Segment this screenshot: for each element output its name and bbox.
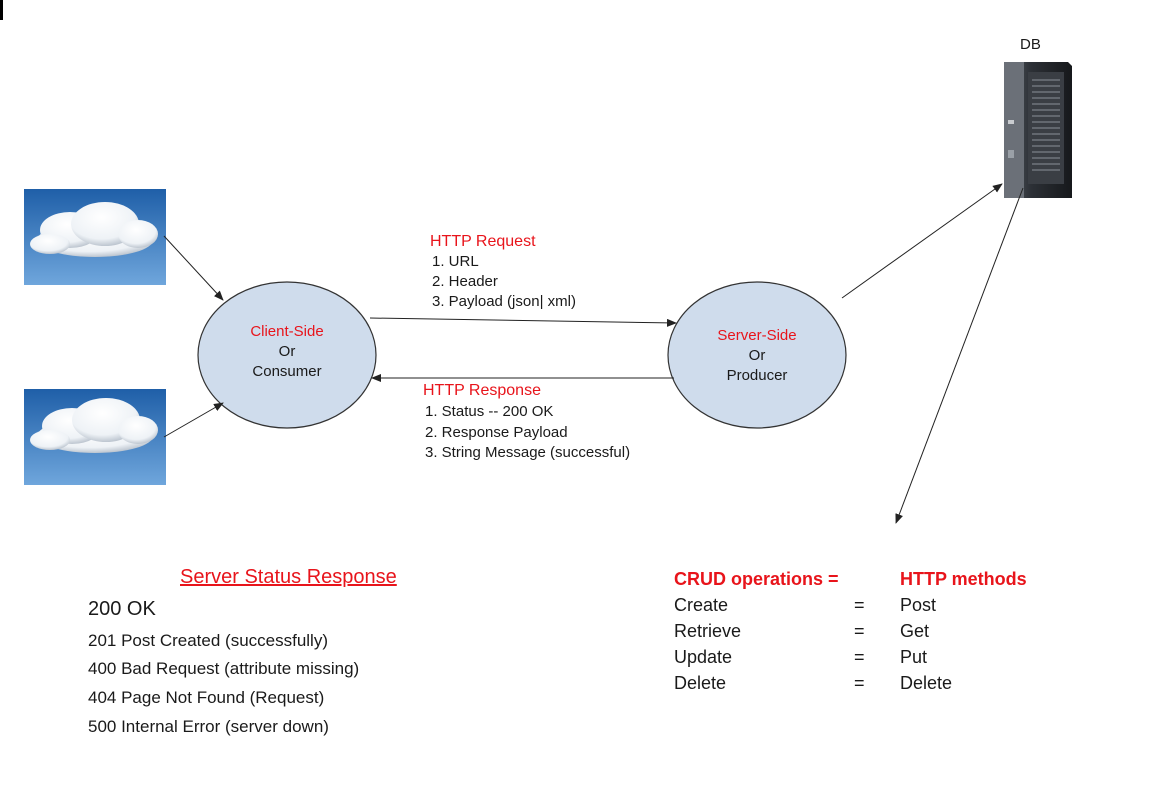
crud-operation: Create bbox=[674, 595, 729, 615]
server-node-role: Producer bbox=[726, 367, 788, 384]
http-request-item: 3. Payload (json| xml) bbox=[432, 293, 576, 310]
http-response-item: 3. String Message (successful) bbox=[425, 444, 631, 461]
crud-equals: = bbox=[854, 595, 865, 615]
http-response-title: HTTP Response bbox=[423, 382, 541, 399]
http-request-item: 2. Header bbox=[432, 273, 498, 290]
status-item: 500 Internal Error (server down) bbox=[88, 717, 329, 736]
crud-equals: = bbox=[854, 647, 865, 667]
crud-http-method: Post bbox=[900, 595, 937, 615]
crud-header-right: HTTP methods bbox=[900, 569, 1027, 589]
arrow-db-to-crud bbox=[895, 187, 1024, 524]
crud-operation: Retrieve bbox=[674, 621, 742, 641]
crud-operation: Delete bbox=[674, 673, 727, 693]
cloud-image-bottom bbox=[24, 389, 166, 485]
crud-operation: Update bbox=[674, 647, 733, 667]
http-request-item: 1. URL bbox=[432, 253, 479, 270]
client-node bbox=[197, 281, 377, 429]
arrow-cloud2-to-client bbox=[163, 402, 224, 438]
server-node-or: Or bbox=[748, 347, 766, 364]
cloud-image-top bbox=[24, 189, 166, 285]
crud-http-method: Delete bbox=[900, 673, 953, 693]
http-response-item: 1. Status -- 200 OK bbox=[425, 403, 554, 420]
status-item: 200 OK bbox=[88, 598, 156, 620]
status-item: 201 Post Created (successfully) bbox=[88, 631, 328, 650]
crud-equals: = bbox=[854, 673, 865, 693]
status-section-title: Server Status Response bbox=[180, 566, 397, 588]
arrow-cloud1-to-client bbox=[163, 235, 224, 301]
status-item: 404 Page Not Found (Request) bbox=[88, 688, 325, 707]
http-request-title: HTTP Request bbox=[430, 233, 536, 250]
client-node-label: Client-Side Or Consumer bbox=[198, 322, 376, 382]
client-node-title: Client-Side bbox=[250, 323, 324, 340]
corner-mark bbox=[0, 0, 3, 20]
crud-equals: = bbox=[854, 621, 865, 641]
status-item: 400 Bad Request (attribute missing) bbox=[88, 659, 360, 678]
http-response-item: 2. Response Payload bbox=[425, 424, 568, 441]
server-node bbox=[667, 281, 847, 429]
crud-header-left: CRUD operations = bbox=[674, 569, 839, 589]
client-node-or: Or bbox=[278, 343, 296, 360]
db-label: DB bbox=[1020, 36, 1041, 53]
client-node-role: Consumer bbox=[252, 363, 322, 380]
crud-http-method: Get bbox=[900, 621, 930, 641]
crud-http-method: Put bbox=[900, 647, 928, 667]
request-arrow bbox=[369, 317, 677, 327]
server-tower-icon bbox=[1004, 62, 1072, 198]
arrow-server-to-db bbox=[841, 183, 1003, 299]
server-node-title: Server-Side bbox=[717, 327, 797, 344]
server-node-label: Server-Side Or Producer bbox=[668, 326, 846, 386]
